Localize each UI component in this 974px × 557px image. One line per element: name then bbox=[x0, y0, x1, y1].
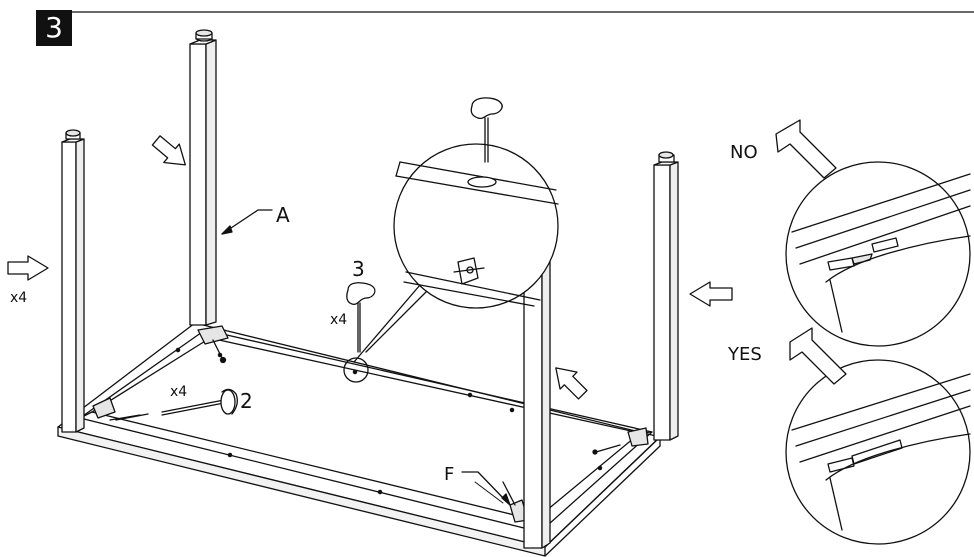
label-part-a: A bbox=[276, 203, 290, 227]
bolt-part-2 bbox=[115, 388, 238, 421]
leg-back-left bbox=[189, 29, 217, 326]
step-number: 3 bbox=[45, 11, 63, 44]
arrow-back-left-leg bbox=[151, 135, 186, 166]
detail-magnifier bbox=[343, 97, 559, 383]
bolt-part-3 bbox=[346, 282, 376, 353]
step-number-badge: 3 bbox=[36, 10, 72, 46]
arrow-back-right-leg bbox=[689, 281, 733, 307]
leg-front-left bbox=[61, 129, 85, 433]
label-qty-2: x4 bbox=[170, 384, 187, 400]
detail-no bbox=[775, 119, 971, 347]
label-qty-left: x4 bbox=[10, 290, 27, 306]
arrow-front-right-leg bbox=[555, 367, 588, 400]
label-yes: YES bbox=[727, 344, 762, 365]
label-qty-3: x4 bbox=[330, 312, 347, 328]
leg-front-right bbox=[523, 247, 551, 549]
detail-yes bbox=[785, 327, 971, 545]
label-part-f: F bbox=[444, 464, 454, 485]
label-callout-2: 2 bbox=[240, 389, 253, 413]
leg-back-right bbox=[653, 151, 679, 441]
table-frame bbox=[57, 322, 661, 557]
leader-f bbox=[461, 471, 506, 501]
label-no: NO bbox=[730, 142, 758, 163]
arrow-left-leg bbox=[7, 255, 49, 281]
label-callout-3: 3 bbox=[352, 257, 365, 281]
leader-a bbox=[221, 209, 273, 235]
